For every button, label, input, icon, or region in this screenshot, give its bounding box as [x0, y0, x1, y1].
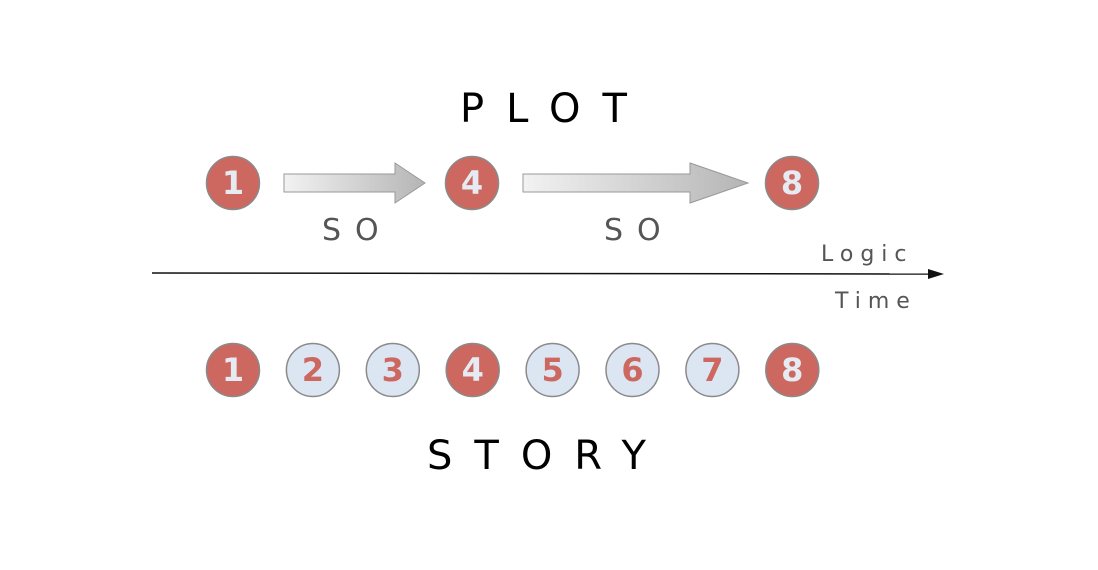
event-node-7: 7 — [685, 342, 740, 398]
event-circle — [285, 342, 341, 398]
event-node-4: 4 — [444, 155, 500, 211]
event-node-4: 4 — [445, 342, 500, 398]
timeline-axis — [151, 272, 933, 275]
event-number: 2 — [302, 351, 324, 389]
event-circle — [685, 342, 740, 398]
event-number: 3 — [382, 351, 404, 389]
story-title: STORY — [427, 433, 668, 479]
event-number: 4 — [461, 164, 483, 202]
event-node-8: 8 — [765, 342, 820, 398]
event-node-6: 6 — [605, 342, 660, 398]
event-number: 1 — [222, 164, 244, 202]
axis-arrowhead — [928, 269, 944, 279]
so-label-2: SO — [604, 213, 675, 248]
event-number: 7 — [701, 351, 723, 389]
event-number: 6 — [621, 351, 643, 389]
event-circle — [764, 155, 820, 211]
plot-title: PLOT — [460, 86, 649, 132]
so-label-1: SO — [322, 213, 393, 248]
event-node-5: 5 — [525, 342, 580, 398]
so-arrow-2 — [522, 162, 750, 204]
event-node-1: 1 — [205, 342, 261, 398]
event-node-8: 8 — [764, 155, 820, 211]
event-number: 8 — [781, 351, 803, 389]
event-number: 5 — [541, 351, 563, 389]
event-circle — [365, 342, 421, 398]
event-circle — [605, 342, 660, 398]
so-arrow-1 — [283, 162, 426, 204]
axis-label-logic: Logic — [821, 242, 914, 267]
event-node-2: 2 — [285, 342, 341, 398]
event-number: 8 — [781, 164, 803, 202]
event-node-3: 3 — [365, 342, 421, 398]
event-circle — [205, 155, 261, 211]
event-node-1: 1 — [205, 155, 261, 211]
event-number: 1 — [222, 351, 244, 389]
event-number: 4 — [462, 351, 484, 389]
event-circle — [205, 342, 261, 398]
event-circle — [525, 342, 580, 398]
event-circle — [445, 342, 500, 398]
axis-label-time: Time — [834, 289, 917, 314]
event-circle — [444, 155, 500, 211]
event-circle — [765, 342, 820, 398]
